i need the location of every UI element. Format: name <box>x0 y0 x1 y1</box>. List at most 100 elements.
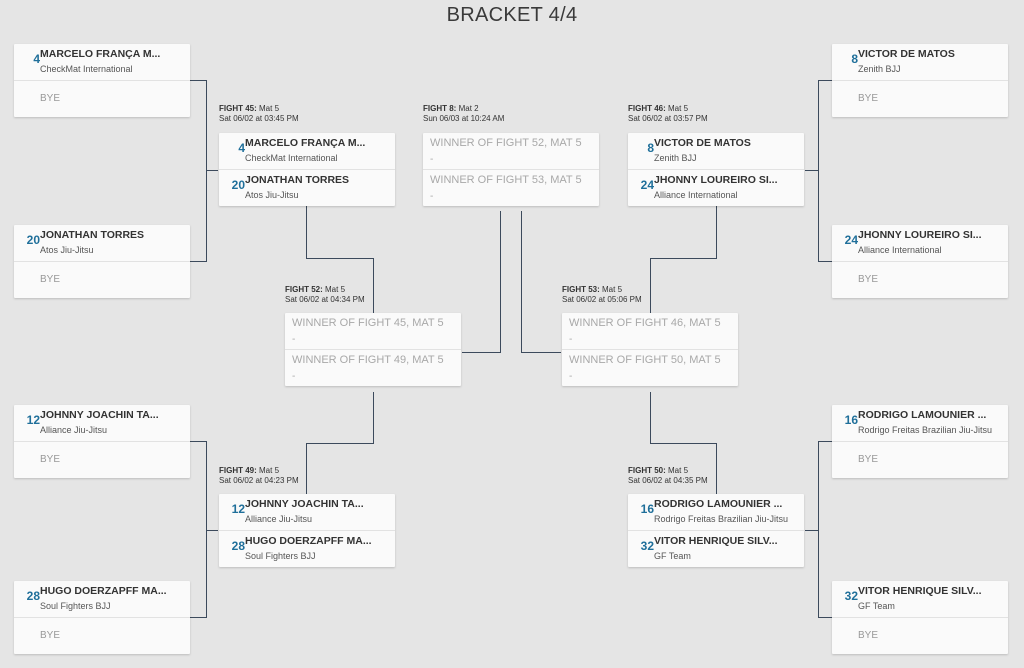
competitor-slot[interactable]: 4 MARCELO FRANÇA M... CheckMat Internati… <box>219 133 395 170</box>
fight-info-46: FIGHT 46: Mat 5 Sat 06/02 at 03:57 PM <box>628 104 708 124</box>
placeholder-name: WINNER OF FIGHT 53, MAT 5 <box>430 174 582 186</box>
competitor-name: JHONNY LOUREIRO SI... <box>858 229 982 241</box>
winner-placeholder-slot[interactable]: WINNER OF FIGHT 45, MAT 5 - <box>285 313 461 350</box>
winner-placeholder-slot[interactable]: WINNER OF FIGHT 53, MAT 5 - <box>423 170 599 206</box>
competitor-slot[interactable]: 16 RODRIGO LAMOUNIER ... Rodrigo Freitas… <box>628 494 804 531</box>
seed-number: 12 <box>231 502 245 516</box>
first-round-match-r3: 16 RODRIGO LAMOUNIER ... Rodrigo Freitas… <box>832 405 1008 478</box>
bye-label: BYE <box>858 93 879 104</box>
winner-placeholder-slot[interactable]: WINNER OF FIGHT 50, MAT 5 - <box>562 350 738 386</box>
mat-label: Mat 2 <box>458 104 479 113</box>
fight-52-card: WINNER OF FIGHT 45, MAT 5 - WINNER OF FI… <box>285 313 461 386</box>
team-name: Rodrigo Freitas Brazilian Jiu-Jitsu <box>654 514 789 524</box>
fight-53-card: WINNER OF FIGHT 46, MAT 5 - WINNER OF FI… <box>562 313 738 386</box>
first-round-match-r1: 8 VICTOR DE MATOS Zenith BJJ BYE <box>832 44 1008 117</box>
fight-49-card: 12 JOHNNY JOACHIN TA... Alliance Jiu-Jit… <box>219 494 395 567</box>
competitor-name: RODRIGO LAMOUNIER ... <box>858 409 987 421</box>
competitor-name: HUGO DOERZAPFF MA... <box>40 585 167 597</box>
competitor-slot[interactable]: 28 HUGO DOERZAPFF MA... Soul Fighters BJ… <box>14 581 190 618</box>
bye-label: BYE <box>40 274 61 285</box>
mat-label: Mat 5 <box>259 466 280 475</box>
bye-slot: BYE <box>832 442 1008 478</box>
mat-label: Mat 5 <box>602 285 623 294</box>
team-name: GF Team <box>858 601 895 611</box>
competitor-slot[interactable]: 24 JHONNY LOUREIRO SI... Alliance Intern… <box>628 170 804 206</box>
bye-slot: BYE <box>14 618 190 654</box>
fight-label: FIGHT 46: <box>628 104 666 113</box>
fight-info-8: FIGHT 8: Mat 2 Sun 06/03 at 10:24 AM <box>423 104 504 124</box>
winner-placeholder-slot[interactable]: WINNER OF FIGHT 46, MAT 5 - <box>562 313 738 350</box>
team-name: Alliance International <box>858 245 942 255</box>
competitor-slot[interactable]: 4 MARCELO FRANÇA M... CheckMat Internati… <box>14 44 190 81</box>
placeholder-dash: - <box>292 371 296 382</box>
competitor-name: JOHNNY JOACHIN TA... <box>40 409 159 421</box>
bye-label: BYE <box>858 454 879 465</box>
placeholder-name: WINNER OF FIGHT 49, MAT 5 <box>292 354 444 366</box>
competitor-slot[interactable]: 32 VITOR HENRIQUE SILV... GF Team <box>832 581 1008 618</box>
competitor-slot[interactable]: 12 JOHNNY JOACHIN TA... Alliance Jiu-Jit… <box>14 405 190 442</box>
fight-label: FIGHT 52: <box>285 285 323 294</box>
fight-time: Sun 06/03 at 10:24 AM <box>423 114 505 123</box>
winner-placeholder-slot[interactable]: WINNER OF FIGHT 52, MAT 5 - <box>423 133 599 170</box>
fight-info-53: FIGHT 53: Mat 5 Sat 06/02 at 05:06 PM <box>562 285 642 305</box>
competitor-slot[interactable]: 32 VITOR HENRIQUE SILV... GF Team <box>628 531 804 567</box>
team-name: Zenith BJJ <box>654 153 697 163</box>
fight-time: Sat 06/02 at 05:06 PM <box>562 295 642 304</box>
seed-number: 8 <box>647 141 654 155</box>
seed-number: 16 <box>640 502 654 516</box>
competitor-name: VICTOR DE MATOS <box>654 137 751 149</box>
placeholder-dash: - <box>430 154 434 165</box>
team-name: Alliance Jiu-Jitsu <box>245 514 313 524</box>
competitor-slot[interactable]: 24 JHONNY LOUREIRO SI... Alliance Intern… <box>832 225 1008 262</box>
first-round-match-l2: 20 JONATHAN TORRES Atos Jiu-Jitsu BYE <box>14 225 190 298</box>
placeholder-name: WINNER OF FIGHT 50, MAT 5 <box>569 354 721 366</box>
fight-time: Sat 06/02 at 04:34 PM <box>285 295 365 304</box>
competitor-slot[interactable]: 28 HUGO DOERZAPFF MA... Soul Fighters BJ… <box>219 531 395 567</box>
placeholder-name: WINNER OF FIGHT 45, MAT 5 <box>292 317 444 329</box>
team-name: Alliance International <box>654 190 738 200</box>
competitor-slot[interactable]: 16 RODRIGO LAMOUNIER ... Rodrigo Freitas… <box>832 405 1008 442</box>
competitor-name: RODRIGO LAMOUNIER ... <box>654 498 783 510</box>
placeholder-dash: - <box>569 334 573 345</box>
team-name: Atos Jiu-Jitsu <box>40 245 94 255</box>
fight-info-49: FIGHT 49: Mat 5 Sat 06/02 at 04:23 PM <box>219 466 299 486</box>
competitor-slot[interactable]: 12 JOHNNY JOACHIN TA... Alliance Jiu-Jit… <box>219 494 395 531</box>
seed-number: 20 <box>231 178 245 192</box>
first-round-match-r2: 24 JHONNY LOUREIRO SI... Alliance Intern… <box>832 225 1008 298</box>
fight-label: FIGHT 45: <box>219 104 257 113</box>
bye-slot: BYE <box>832 81 1008 117</box>
team-name: Soul Fighters BJJ <box>40 601 111 611</box>
team-name: GF Team <box>654 551 691 561</box>
mat-label: Mat 5 <box>668 104 689 113</box>
fight-50-card: 16 RODRIGO LAMOUNIER ... Rodrigo Freitas… <box>628 494 804 567</box>
mat-label: Mat 5 <box>259 104 280 113</box>
seed-number: 24 <box>640 178 654 192</box>
competitor-slot[interactable]: 20 JONATHAN TORRES Atos Jiu-Jitsu <box>14 225 190 262</box>
bye-slot: BYE <box>832 618 1008 654</box>
fight-time: Sat 06/02 at 04:23 PM <box>219 476 299 485</box>
fight-info-52: FIGHT 52: Mat 5 Sat 06/02 at 04:34 PM <box>285 285 365 305</box>
competitor-slot[interactable]: 20 JONATHAN TORRES Atos Jiu-Jitsu <box>219 170 395 206</box>
fight-45-card: 4 MARCELO FRANÇA M... CheckMat Internati… <box>219 133 395 206</box>
bye-slot: BYE <box>832 262 1008 298</box>
seed-number: 12 <box>26 413 40 427</box>
seed-number: 4 <box>238 141 245 155</box>
winner-placeholder-slot[interactable]: WINNER OF FIGHT 49, MAT 5 - <box>285 350 461 386</box>
first-round-match-r4: 32 VITOR HENRIQUE SILV... GF Team BYE <box>832 581 1008 654</box>
team-name: Atos Jiu-Jitsu <box>245 190 299 200</box>
competitor-name: HUGO DOERZAPFF MA... <box>245 535 372 547</box>
first-round-match-l4: 28 HUGO DOERZAPFF MA... Soul Fighters BJ… <box>14 581 190 654</box>
competitor-name: VITOR HENRIQUE SILV... <box>858 585 982 597</box>
competitor-slot[interactable]: 8 VICTOR DE MATOS Zenith BJJ <box>832 44 1008 81</box>
competitor-name: MARCELO FRANÇA M... <box>40 48 161 60</box>
team-name: CheckMat International <box>245 153 338 163</box>
fight-info-45: FIGHT 45: Mat 5 Sat 06/02 at 03:45 PM <box>219 104 299 124</box>
bye-slot: BYE <box>14 262 190 298</box>
fight-time: Sat 06/02 at 03:45 PM <box>219 114 299 123</box>
competitor-slot[interactable]: 8 VICTOR DE MATOS Zenith BJJ <box>628 133 804 170</box>
placeholder-name: WINNER OF FIGHT 52, MAT 5 <box>430 137 582 149</box>
seed-number: 8 <box>851 52 858 66</box>
team-name: Rodrigo Freitas Brazilian Jiu-Jitsu <box>858 425 993 435</box>
fight-8-card: WINNER OF FIGHT 52, MAT 5 - WINNER OF FI… <box>423 133 599 206</box>
seed-number: 20 <box>26 233 40 247</box>
